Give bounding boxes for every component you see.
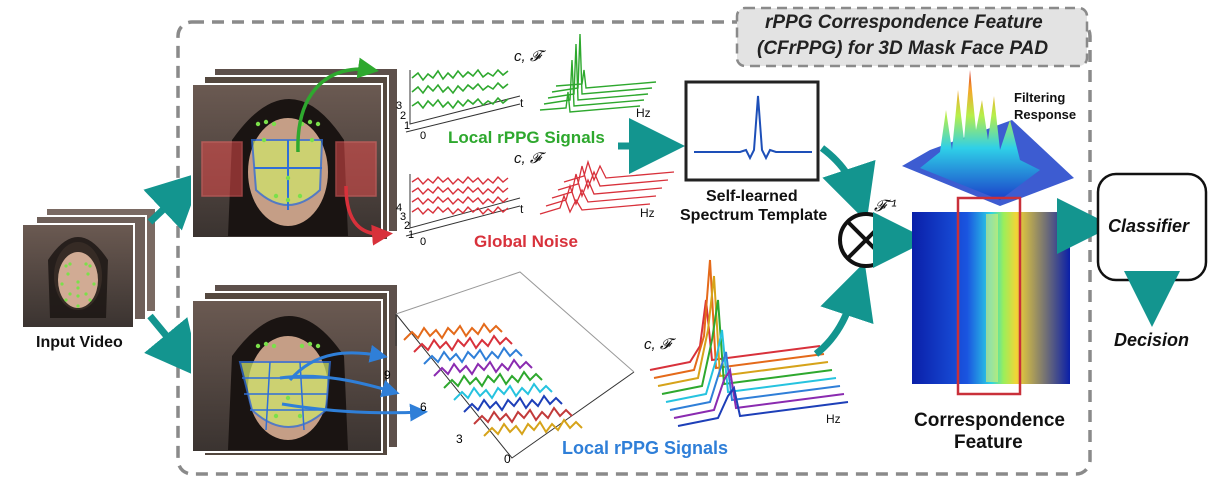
multi-spectrum-surface xyxy=(649,259,849,427)
classifier-label: Classifier xyxy=(1108,216,1190,236)
red-curve-arrow xyxy=(344,185,393,246)
bottom-face-frame xyxy=(191,283,399,457)
green-tick-2: 2 xyxy=(400,110,407,122)
filtering-line1: Filtering xyxy=(1014,90,1066,105)
input-video-label: Input Video xyxy=(36,334,123,351)
decision-label: Decision xyxy=(1114,330,1190,350)
blue-signal-panel xyxy=(395,271,635,459)
blue-tick-6: 6 xyxy=(420,400,427,414)
spectrum-template-plot xyxy=(684,80,820,182)
hz-label-mid: Hz xyxy=(640,206,655,220)
red-signal-panel xyxy=(405,159,675,237)
green-tick-1: 1 xyxy=(404,120,411,132)
red-tick-4: 4 xyxy=(396,202,403,214)
local-rppg-top-label: Local rPPG Signals xyxy=(448,128,605,147)
global-noise-label: Global Noise xyxy=(474,232,578,251)
red-tick-2: 2 xyxy=(404,220,411,232)
cf-mid-label: c, 𝓕 xyxy=(514,150,541,167)
green-tick-0: 0 xyxy=(420,130,427,142)
t-label-mid: t xyxy=(520,202,524,216)
title-box xyxy=(735,6,1089,68)
inverse-f-label: 𝓕⁻¹ xyxy=(874,198,897,215)
hz-label-top: Hz xyxy=(636,106,651,120)
top-face-frame xyxy=(191,67,399,241)
t-label-top: t xyxy=(520,96,524,110)
self-learned-line1: Self-learned xyxy=(706,188,798,205)
blue-tick-3: 3 xyxy=(456,432,463,446)
pipeline-dashed-border xyxy=(176,20,1092,476)
arrow-input-to-top xyxy=(143,171,204,231)
cf-top-label: c, 𝓕 xyxy=(514,48,541,65)
blue-tick-9: 9 xyxy=(384,368,391,382)
correspondence-line2: Feature xyxy=(954,432,1023,453)
title-line1: rPPG Correspondence Feature xyxy=(765,12,1043,33)
hz-label-bottom: Hz xyxy=(826,412,841,426)
title-line2: (CFrPPG) for 3D Mask Face PAD xyxy=(757,38,1049,59)
input-video-stack xyxy=(21,207,157,329)
filtering-line2: Response xyxy=(1014,107,1077,122)
local-rppg-bottom-label: Local rPPG Signals xyxy=(562,438,729,458)
green-curve-arrow xyxy=(296,57,379,153)
red-tick-3: 3 xyxy=(400,211,407,223)
green-tick-3: 3 xyxy=(396,100,403,112)
red-tick-0: 0 xyxy=(420,236,427,248)
red-tick-1: 1 xyxy=(408,229,415,241)
self-learned-line2: Spectrum Template xyxy=(680,207,828,224)
correspondence-line1: Correspondence xyxy=(914,410,1065,431)
arrow-template-to-multiply xyxy=(819,145,876,222)
multiply-operator xyxy=(838,212,894,268)
arrow-surface-to-multiply xyxy=(813,262,874,357)
green-signal-panel xyxy=(405,33,657,133)
blue-arrows xyxy=(279,344,428,422)
arrow-input-to-bottom xyxy=(144,313,202,379)
correspondence-feature-heatmap xyxy=(912,196,1070,396)
cf-bottom-label: c, 𝓕 xyxy=(644,336,671,353)
filtering-response-surface xyxy=(902,70,1074,206)
blue-tick-0: 0 xyxy=(504,452,511,466)
